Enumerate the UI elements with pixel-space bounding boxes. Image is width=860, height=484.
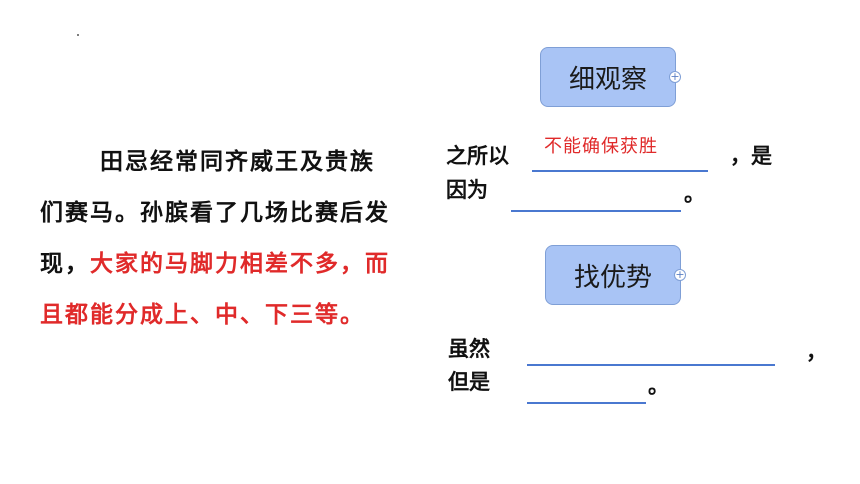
find-advantage-label: 找优势: [573, 262, 652, 293]
reason-prefix: 之所以: [446, 143, 509, 168]
but-prefix: 但是: [448, 369, 490, 394]
passage-highlight: 大家的马脚力相差不多，而且都能分成上、中、下三等。: [40, 250, 390, 328]
because-prefix: 因为: [446, 177, 488, 202]
although-prefix: 虽然: [448, 336, 490, 361]
blank-line-3[interactable]: [527, 364, 775, 366]
reason-mid: ，是: [730, 143, 772, 168]
decorative-dot: [77, 34, 79, 36]
plus-icon[interactable]: +: [669, 70, 681, 83]
blank-line-2[interactable]: [511, 210, 681, 212]
observe-button-label: 细观察: [568, 64, 647, 95]
blank-line-4[interactable]: [527, 402, 646, 404]
story-passage: 田忌经常同齐威王及贵族们赛马。孙膑看了几场比赛后发现，大家的马脚力相差不多，而且…: [40, 136, 390, 340]
observe-button[interactable]: 细观察 +: [540, 47, 681, 107]
find-advantage-button[interactable]: 找优势 +: [545, 245, 686, 305]
sentence-end-1: 。: [684, 181, 705, 206]
sentence-end-2: 。: [648, 373, 669, 398]
plus-icon[interactable]: +: [674, 268, 686, 281]
passage-text: 田忌经常同齐威王及贵族们赛马。孙膑看了几场比赛后发现，: [40, 148, 390, 277]
reason-answer: 不能确保获胜: [544, 136, 658, 157]
blank-line-1: [532, 170, 708, 172]
comma: ，: [806, 339, 827, 364]
